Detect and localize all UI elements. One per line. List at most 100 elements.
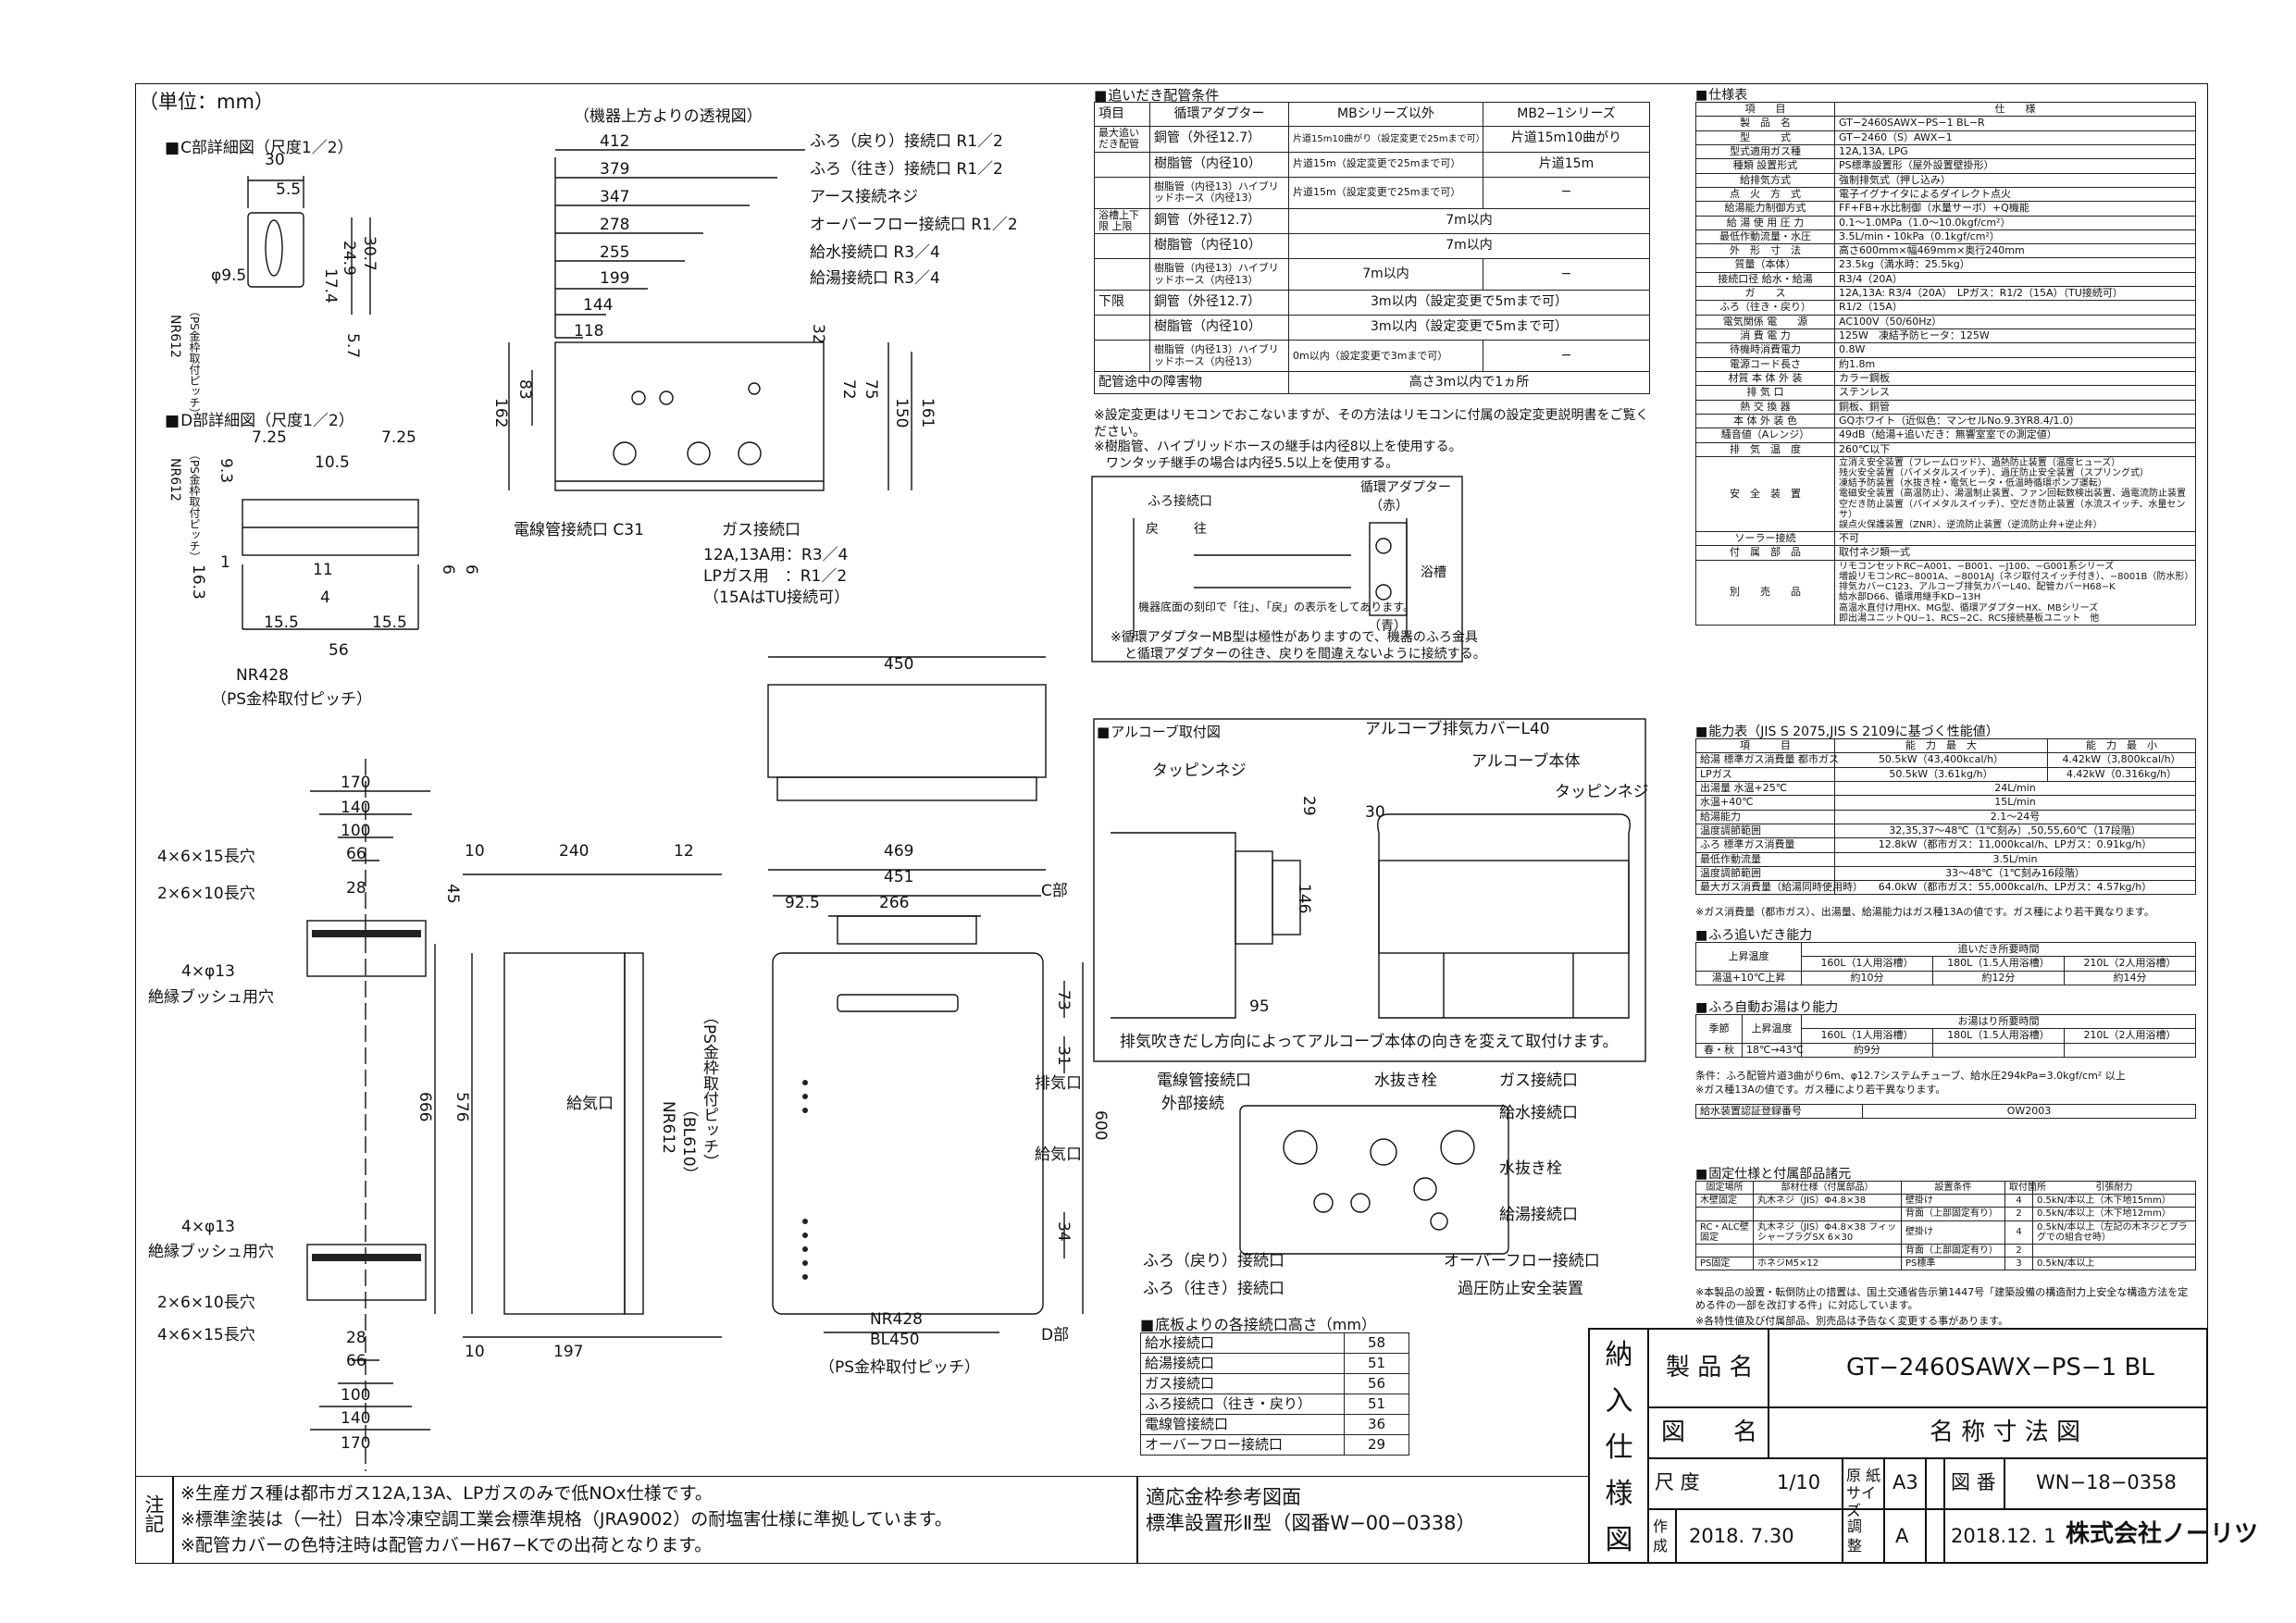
c-detail-bracket (247, 212, 304, 288)
bottom-furo-supply: ふろ（往き）接続口 (1143, 1280, 1285, 1298)
fixing-header: 取付箇所 (2004, 1180, 2046, 1196)
front-view-outline (772, 952, 1044, 1315)
side-air-intake: 給気口 (566, 1095, 614, 1113)
cell: 高さ3m以内で1ヵ所 (1288, 371, 1650, 395)
bracket-100-top: 100 (341, 822, 371, 840)
tb-created-value: 2018. 7.30 (1689, 1525, 1794, 1547)
alcove-dim-29: 29 (1299, 796, 1318, 816)
fixing-cell: PS固定 (1695, 1257, 1754, 1271)
tb-company: 株式会社ノーリツ (2066, 1520, 2259, 1548)
front-intake-label: 給気口 (1035, 1146, 1082, 1164)
spec-value: 3.5L/min・10kPa（0.1kgf/cm²） (1834, 229, 2196, 245)
side-view-outline (503, 952, 626, 1315)
side-dim-576: 576 (453, 1092, 471, 1122)
fixing-table: 固定場所部材仕様（付属部品）設置条件取付箇所引張耐力 木壁固定丸木ネジ（JIS）… (1695, 1180, 2196, 1271)
capacity-cell: 給湯 標準ガス消費量 都市ガス (1695, 752, 1839, 768)
side-dim-12: 12 (674, 842, 694, 861)
spec-item: 型 式 (1695, 130, 1835, 145)
spec-value-line: 給水部D66、循環用継手KD−13H (1839, 592, 1981, 603)
tb-side-char: 仕 (1605, 1431, 1633, 1464)
spec-value: 49dB（給湯+追いだき：無響室室での測定値） (1834, 427, 2196, 443)
footer-note-3: ※配管カバーの色特注時は配管カバーH67−Kでの出荷となります。 (180, 1535, 713, 1555)
bracket-66-top: 66 (346, 845, 366, 863)
cell (1932, 1042, 2065, 1058)
cell: 56 (1344, 1373, 1409, 1394)
spec-value-line: リモコンセットRC−A001、−B001、−J100、−G001系シリーズ (1839, 561, 2115, 572)
tb-product-label: 製 品 名 (1666, 1354, 1754, 1381)
capacity-cell: 24L/min (1834, 780, 2196, 797)
side-dim-197: 197 (553, 1343, 584, 1361)
cell: 浴槽上下限 上限 (1094, 207, 1150, 235)
c-dim-17-4: 17.4 (321, 268, 340, 304)
fixing-cell: 3 (2004, 1257, 2033, 1271)
cell: 51 (1344, 1353, 1409, 1374)
table-row: 質量（本体）23.5kg（満水時：25.5kg） (1695, 257, 2196, 273)
capacity-title: 能力表（JIS S 2075,JIS S 2109に基づく性能値） (1695, 722, 1999, 740)
cell: オーバーフロー接続口 (1140, 1434, 1345, 1456)
bracket-slot-4x6x15-top: 4×6×15長穴 (157, 848, 255, 866)
spec-item: 本 体 外 装 色 (1695, 413, 1835, 429)
c-nr612-note: （PS金枠取付ピッチ） (188, 305, 201, 419)
d-dim-6-b: 6 (462, 564, 480, 575)
alcove-title: アルコーブ取付図 (1097, 722, 1221, 741)
spec-value: PS標準設置形（屋外設置壁掛形） (1834, 158, 2196, 174)
cell: 下限 (1094, 290, 1150, 316)
table-row: 電源コード長さ約1.8m (1695, 356, 2196, 372)
bracket-100-bottom: 100 (341, 1386, 371, 1405)
cell (1094, 340, 1150, 373)
tb-revised-label: 調 整 (1847, 1518, 1863, 1555)
table-row: 浴槽上下限 上限銅管（外径12.7）7m以内 (1094, 207, 1650, 235)
reheat-diag-return: 戻 (1146, 522, 1159, 537)
spec-value: AC100V（50/60Hz） (1834, 314, 2196, 330)
capacity-cell: 温度調節範囲 (1695, 823, 1835, 839)
spec-item: 材質 本 体 外 装 (1695, 370, 1835, 387)
spec-value: 12A,13A, LPG (1834, 143, 2196, 160)
fixing-cell: PS標準 (1901, 1257, 2005, 1271)
bracket-hole-top: 4×φ13 (181, 962, 235, 981)
tb-revised-value: A (1895, 1525, 1909, 1547)
fixing-header: 引張耐力 (2032, 1180, 2196, 1196)
front-dim-450: 450 (884, 655, 914, 674)
cell: 3m以内（設定変更で5mまで可） (1288, 315, 1650, 341)
front-nr428: NR428 (870, 1310, 923, 1329)
top-view-title: （機器上方よりの透視図） (574, 107, 763, 126)
cell: 約10分 (1801, 970, 1933, 985)
top-dim-75: 75 (862, 379, 880, 400)
fixing-title: 固定仕様と付属部品諸元 (1695, 1164, 1851, 1183)
fixing-header: 設置条件 (1901, 1180, 2005, 1196)
table-row: 給排気方式強制排気式（押し込み） (1695, 172, 2196, 188)
fixing-cell: 背面（上部固定有り） (1901, 1243, 2005, 1258)
heights-title: 底板よりの各接続口高さ（mm） (1140, 1312, 1376, 1334)
exhaust-port (837, 994, 959, 1012)
cell: 180L（1.5人用浴槽） (1932, 956, 2065, 972)
spec-value-line: 増設リモコンRC−8001A、−8001AJ（ネジ取付スイッチ付き）、−8001… (1839, 571, 2194, 582)
cell (1094, 151, 1150, 178)
reheat-diag-supply: 往 (1194, 522, 1207, 537)
spec-value-line: 高温水直付け用HX、MG型、循環アダプターHX、MBシリーズ (1839, 602, 2099, 613)
spec-value-line: 空だき防止装置（バイメタルスイッチ）、空だき防止装置（水流スイッチ、水量センサ） (1839, 499, 2186, 520)
fixing-cell: 2 (2004, 1243, 2033, 1258)
cell: 樹脂管（内径13）ハイブリッドホース（内径13） (1149, 340, 1289, 373)
cell: 樹脂管（内径10） (1149, 233, 1289, 260)
tb-side-char: 入 (1605, 1385, 1633, 1418)
capacity-cell: 50.5kW（43,400kcal/h） (1834, 752, 2048, 768)
d-dim-10-5: 10.5 (315, 453, 350, 472)
cell: 160L（1人用浴槽） (1801, 956, 1933, 972)
spec-item: 給湯能力制御方式 (1695, 201, 1835, 217)
spec-value: リモコンセットRC−A001、−B001、−J100、−G001系シリーズ増設リ… (1834, 559, 2196, 626)
fixing-cell: RC・ALC壁固定 (1695, 1220, 1754, 1245)
fixing-cell (1695, 1207, 1754, 1221)
d-dim-56: 56 (329, 641, 349, 660)
cell: 片道15m (1483, 151, 1650, 178)
alcove-dim-146: 146 (1295, 884, 1313, 914)
